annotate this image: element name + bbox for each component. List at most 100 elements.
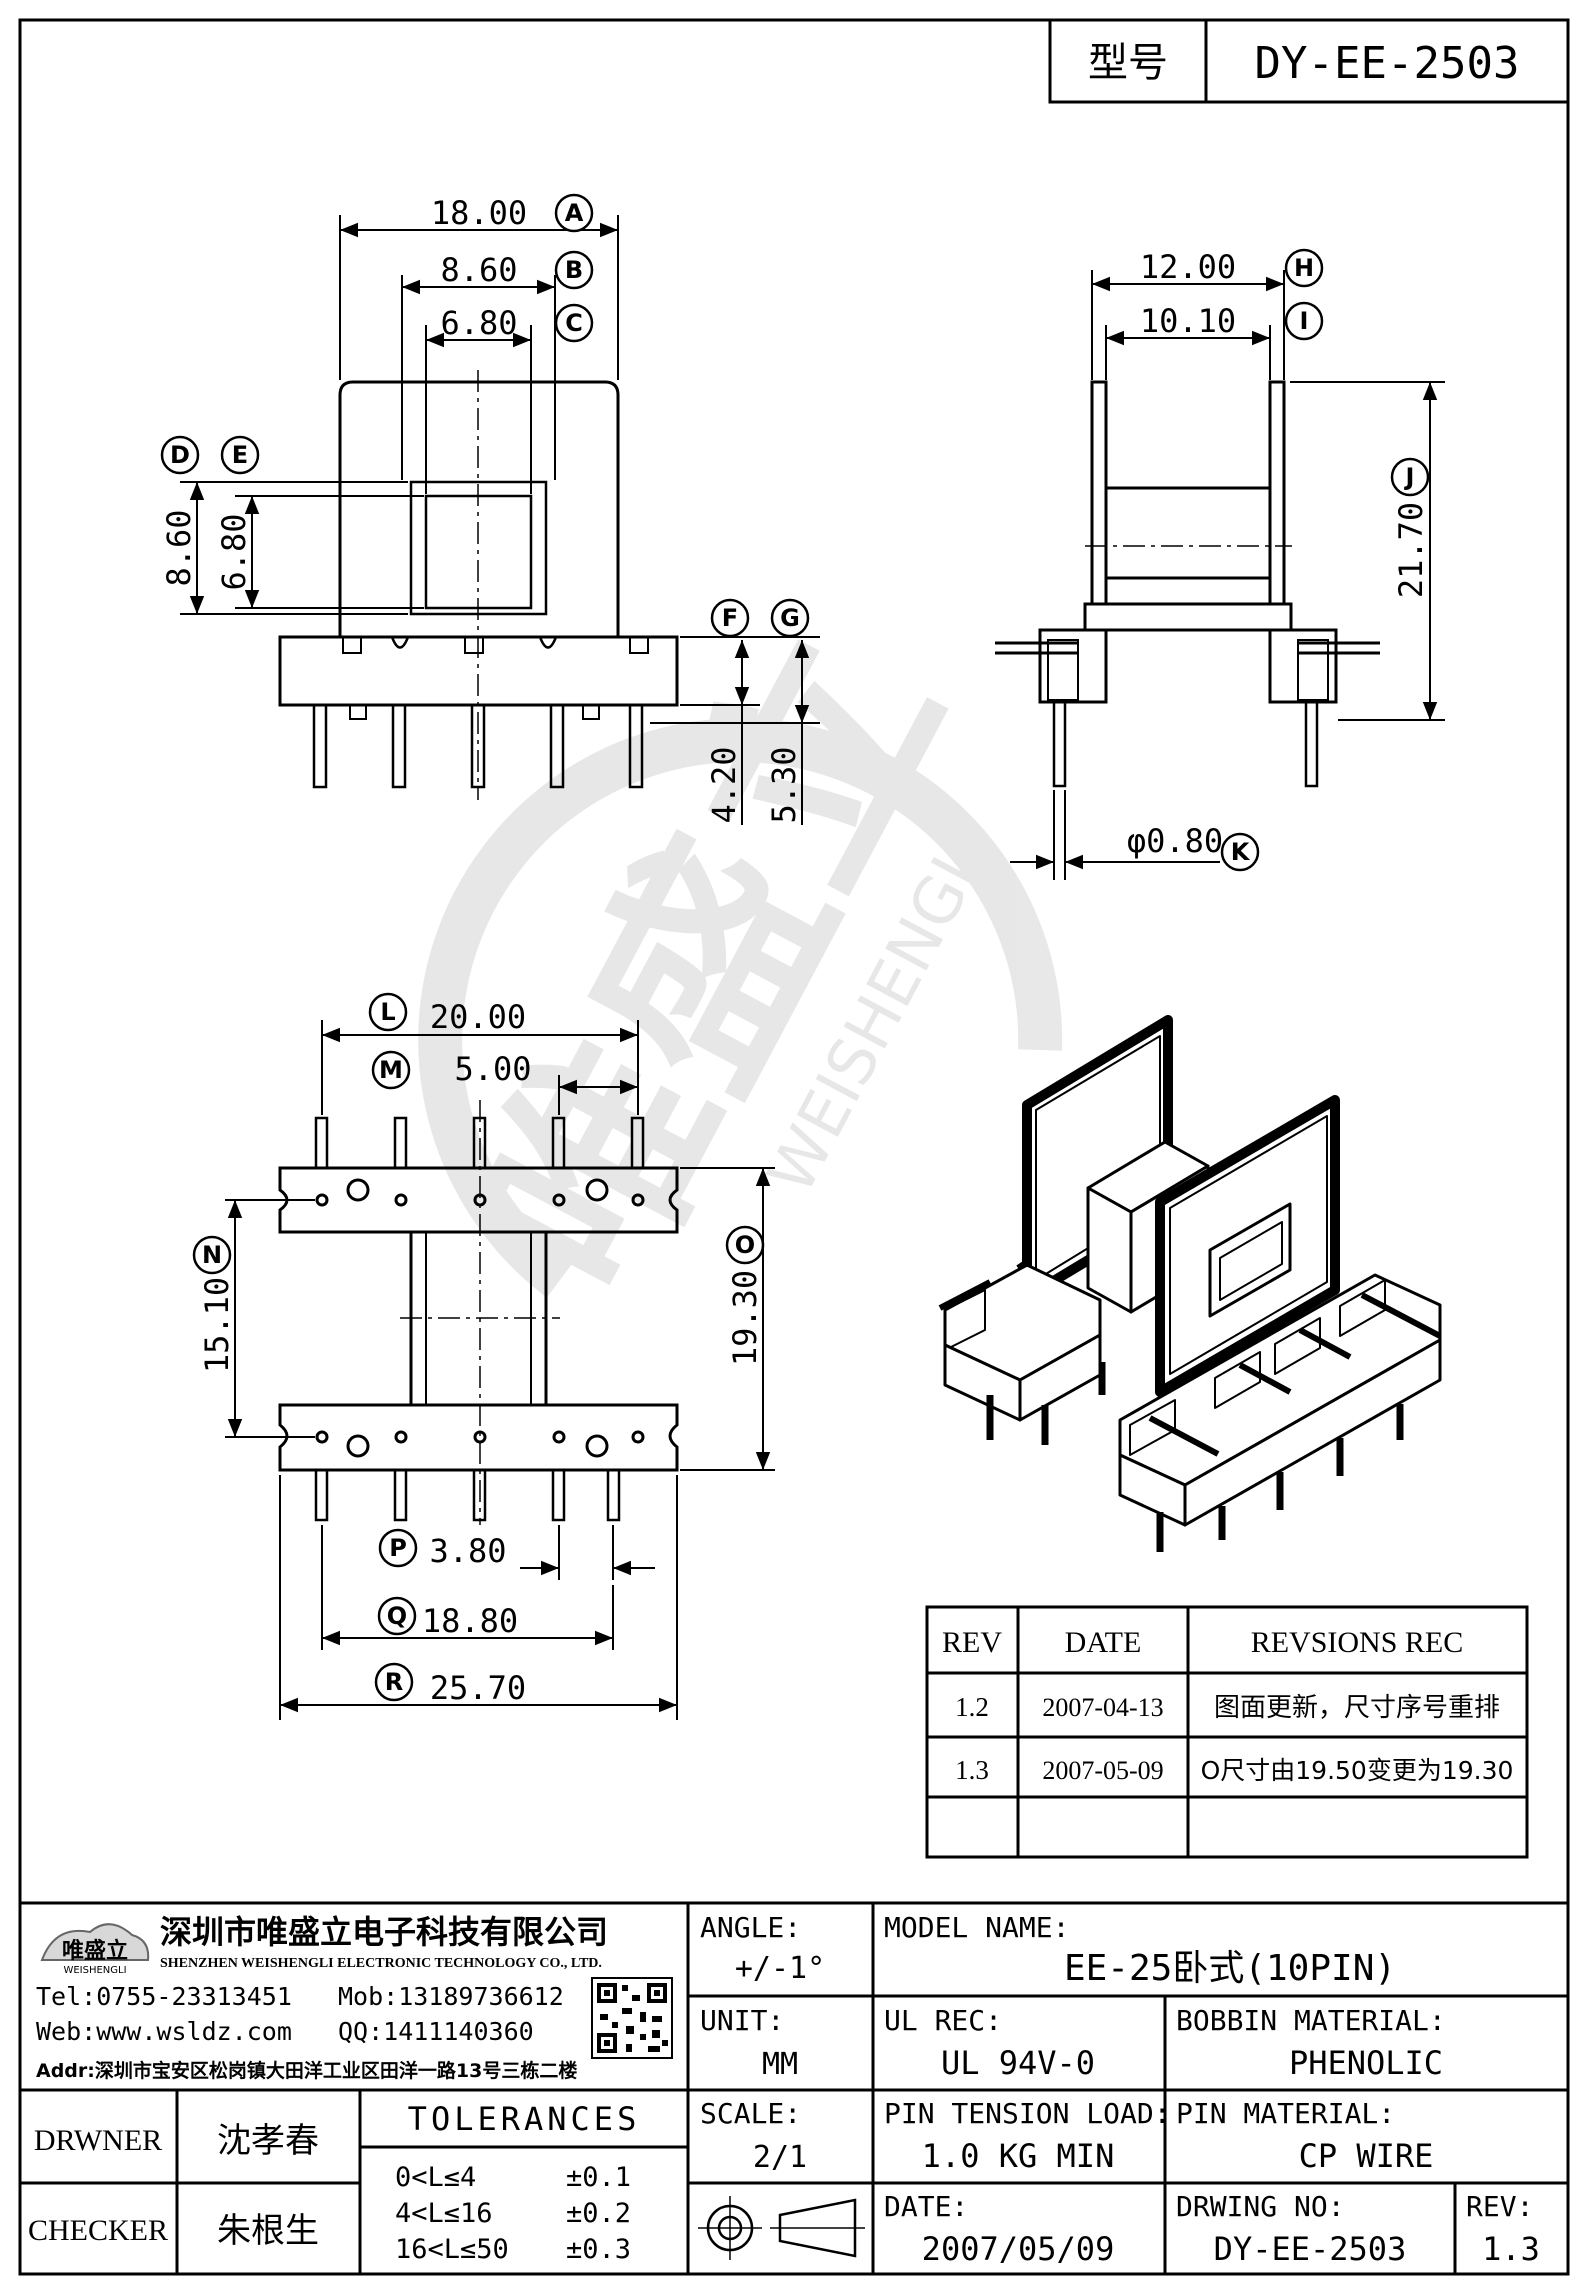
- company-logo-text: 唯盛立: [62, 1938, 128, 1964]
- rev-row2-rev: 1.3: [955, 1755, 989, 1785]
- dim-a-value: 18.00: [431, 194, 527, 232]
- rev-row2-date: 2007-05-09: [1042, 1756, 1163, 1785]
- rev-header-date: DATE: [1065, 1626, 1142, 1659]
- bubble-letter-f: F: [722, 604, 738, 632]
- drawer-label: DRWNER: [34, 2124, 162, 2157]
- title-block: [20, 1901, 1568, 2274]
- model-name-value: EE-25卧式(10PIN): [1064, 1948, 1396, 1989]
- bubble-letter-a: A: [565, 199, 584, 227]
- tol-range-1: 0<L≤4: [395, 2162, 476, 2193]
- bubble-letter-n: N: [202, 1241, 222, 1269]
- pin-tension-label: PIN TENSION LOAD:: [884, 2097, 1171, 2130]
- scale-label: SCALE:: [700, 2097, 801, 2130]
- bottom-view-dimensions: [225, 1020, 775, 1720]
- company-address: Addr:深圳市宝安区松岗镇大田洋工业区田洋一路13号三栋二楼: [36, 2059, 577, 2082]
- rev-header-rec: REVSIONS REC: [1251, 1626, 1464, 1659]
- scale-value: 2/1: [753, 2140, 807, 2175]
- dim-f-value: 4.20: [705, 746, 743, 823]
- bobbin-material-label: BOBBIN MATERIAL:: [1176, 2004, 1446, 2037]
- company-qq: QQ:1411140360: [338, 2017, 534, 2046]
- drawer-name: 沈孝春: [217, 2121, 319, 2161]
- bubble-letter-j: J: [1404, 463, 1415, 491]
- dim-i-value: 10.10: [1140, 302, 1236, 340]
- dim-b-value: 8.60: [440, 251, 517, 289]
- dim-n-value: 15.10: [198, 1277, 236, 1373]
- bubble-letter-r: R: [385, 1668, 403, 1696]
- revision-table-text: REV DATE REVSIONS REC 1.2 2007-04-13 图面更…: [942, 1626, 1513, 1785]
- bubble-letter-b: B: [565, 256, 583, 284]
- dim-m-value: 5.00: [454, 1050, 531, 1088]
- rev-row1-date: 2007-04-13: [1042, 1693, 1163, 1722]
- bubble-letter-e: E: [232, 441, 248, 469]
- dim-c-value: 6.80: [440, 304, 517, 342]
- side-view-dim-text: 12.00 10.10 21.70 φ0.80: [1127, 248, 1430, 860]
- company-tel: Tel:0755-23313451: [36, 1982, 292, 2011]
- sheet-border: [18, 18, 1570, 2276]
- dim-k-value: φ0.80: [1127, 822, 1223, 860]
- isometric-view: [938, 1015, 1442, 1552]
- angle-value: +/-1°: [735, 1951, 825, 1986]
- bubble-letter-g: G: [780, 604, 800, 632]
- dim-g-value: 5.30: [765, 746, 803, 823]
- dim-l-value: 20.00: [430, 998, 526, 1036]
- model-name-label: MODEL NAME:: [884, 1911, 1069, 1944]
- reference-bubbles: [160, 193, 1430, 1702]
- ul-rec-label: UL REC:: [884, 2004, 1002, 2037]
- part-number-value: DY-EE-2503: [1255, 38, 1520, 89]
- revision-table: [925, 1605, 1529, 1859]
- dim-p-value: 3.80: [429, 1532, 506, 1570]
- tol-range-3: 16<L≤50: [395, 2234, 509, 2265]
- front-view-dim-text: 18.00 8.60 6.80 8.60 6.80 4.20 5.30: [160, 194, 803, 824]
- rev-row1-rec: 图面更新，尺寸序号重排: [1214, 1693, 1500, 1723]
- checker-label: CHECKER: [28, 2214, 168, 2247]
- drawing-no-label: DRWING NO:: [1176, 2190, 1345, 2223]
- tol-range-2: 4<L≤16: [395, 2198, 493, 2229]
- rev-row2-rec: O尺寸由19.50变更为19.30: [1201, 1756, 1514, 1785]
- angle-label: ANGLE:: [700, 1911, 801, 1944]
- title-block-text: ANGLE: +/-1° MODEL NAME: EE-25卧式(10PIN) …: [28, 1911, 1540, 2268]
- date-label: DATE:: [884, 2190, 968, 2223]
- bubble-letter-h: H: [1294, 254, 1314, 282]
- company-mob: Mob:13189736612: [338, 1982, 564, 2011]
- bottom-view: [278, 1100, 679, 1525]
- tolerances-title: TOLERANCES: [408, 2100, 641, 2138]
- rev-value: 1.3: [1482, 2230, 1540, 2268]
- dim-q-value: 18.80: [422, 1602, 518, 1640]
- bubble-letter-m: M: [379, 1056, 403, 1084]
- bubble-letter-i: I: [1300, 307, 1309, 335]
- pin-material-label: PIN MATERIAL:: [1176, 2097, 1395, 2130]
- bubble-letter-q: Q: [387, 1602, 407, 1630]
- bubble-letter-l: L: [380, 998, 395, 1026]
- bubble-letter-p: P: [389, 1534, 407, 1562]
- company-name-cn: 深圳市唯盛立电子科技有限公司: [160, 1913, 608, 1951]
- dim-r-value: 25.70: [430, 1669, 526, 1707]
- unit-label: UNIT:: [700, 2004, 784, 2037]
- rev-header-rev: REV: [942, 1626, 1002, 1659]
- bottom-view-dim-text: 20.00 5.00 15.10 19.30 3.80 18.80 25.70: [198, 998, 764, 1707]
- part-number-label: 型号: [1088, 40, 1168, 86]
- reference-letters: A B C D E F G H I J K L M N O P Q R: [170, 199, 1414, 1696]
- bobbin-material-value: PHENOLIC: [1289, 2044, 1443, 2082]
- rev-row1-rev: 1.2: [955, 1692, 989, 1722]
- bubble-letter-c: C: [565, 309, 583, 337]
- pin-tension-value: 1.0 KG MIN: [922, 2137, 1115, 2175]
- dim-h-value: 12.00: [1140, 248, 1236, 286]
- pin-material-value: CP WIRE: [1299, 2137, 1434, 2175]
- tol-value-1: ±0.1: [566, 2162, 631, 2193]
- rev-label: REV:: [1466, 2190, 1533, 2223]
- projection-symbol-icon: [698, 2196, 865, 2260]
- qr-code-icon: [591, 1977, 673, 2059]
- dim-e-value: 6.80: [215, 513, 253, 590]
- ul-rec-value: UL 94V-0: [941, 2044, 1095, 2082]
- company-web: Web:www.wsldz.com: [36, 2017, 292, 2046]
- bubble-letter-k: K: [1231, 838, 1251, 866]
- side-view-dimensions: [1010, 270, 1445, 880]
- company-block: 唯盛立 WEISHENGLI 深圳市唯盛立电子科技有限公司 SHENZHEN W…: [36, 1913, 673, 2082]
- dim-o-value: 19.30: [726, 1270, 764, 1366]
- front-view: [278, 370, 679, 800]
- unit-value: MM: [762, 2047, 798, 2082]
- side-view: [995, 380, 1380, 788]
- company-logo-sub: WEISHENGLI: [63, 1965, 126, 1976]
- bubble-letter-o: O: [735, 1231, 755, 1259]
